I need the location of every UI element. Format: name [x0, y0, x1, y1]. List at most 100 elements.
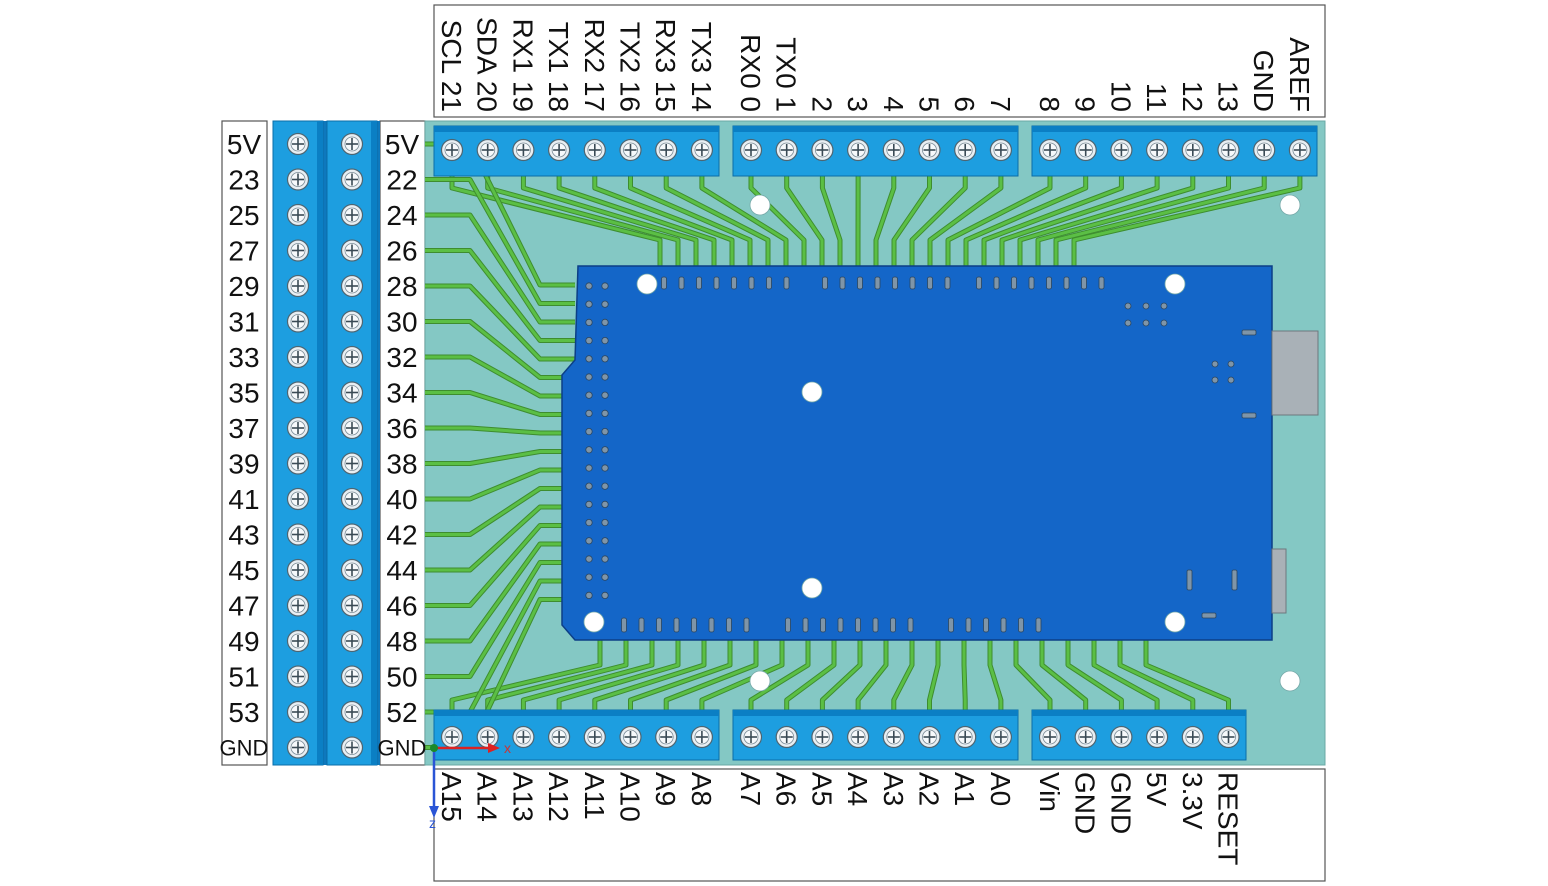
screw-terminal-icon [619, 725, 642, 749]
board-mounting-hole [1164, 273, 1186, 295]
bottom-pin-label: A4 [842, 772, 873, 806]
header-pad [661, 276, 667, 290]
top-pin-label: 6 [949, 96, 980, 112]
left-inner-pin-label: 52 [386, 697, 417, 728]
trace [988, 640, 1003, 712]
mounting-hole-icon [749, 194, 771, 216]
trace [928, 640, 940, 712]
left-outer-label-panel [221, 120, 268, 766]
double-header-pad [585, 427, 593, 436]
trace [557, 170, 716, 272]
left-inner-pin-label: 48 [386, 626, 417, 657]
screw-terminal-icon [340, 274, 364, 298]
double-header-pad [585, 282, 593, 290]
screw-terminal-icon [286, 487, 310, 511]
left-outer-pin-label: 31 [228, 307, 259, 338]
board-pads [585, 276, 1257, 633]
screw-terminal-icon [739, 138, 763, 162]
trace [1036, 170, 1230, 272]
screw-terminal-icon [954, 138, 977, 162]
trace [425, 284, 575, 361]
smd-pad [1186, 569, 1193, 591]
board-mounting-holes [583, 273, 1186, 633]
axis-x-label: x [504, 740, 511, 756]
top-pin-label: 9 [1070, 96, 1101, 112]
mounting-hole-icon [1279, 670, 1301, 692]
trace [425, 249, 575, 342]
double-header-pad [601, 555, 609, 563]
top-pin-label: 12 [1177, 81, 1208, 112]
screw-terminal-icon [340, 345, 364, 369]
screw-terminal-icon [1288, 138, 1312, 162]
header-pad [983, 617, 989, 633]
mounting-hole-icon [749, 670, 771, 692]
screw-terminal-icon [1038, 138, 1062, 162]
double-header-pad [601, 446, 609, 454]
axis-z-label: z [429, 815, 436, 831]
screw-terminal-icon [989, 725, 1013, 749]
left-outer-pin-label: 39 [228, 449, 259, 480]
double-header-pad [585, 391, 593, 399]
header-pad [872, 617, 879, 633]
double-header-pad [601, 336, 609, 345]
header-pad [820, 617, 826, 633]
left-outer-pin-label: 27 [228, 236, 259, 267]
icsp-pad [1160, 302, 1168, 310]
double-header-pad [585, 537, 593, 545]
left-outer-pin-label: 43 [228, 520, 259, 551]
header-pad [890, 617, 896, 633]
bottom-pin-label: 3.3V [1177, 772, 1208, 830]
trace [425, 213, 575, 324]
bottom-pin-label: A7 [735, 772, 766, 806]
header-pad [822, 276, 828, 290]
trace [856, 640, 888, 712]
trace [1054, 170, 1266, 272]
left-inner-pin-label: 32 [386, 342, 417, 373]
bottom-pin-label: A15 [436, 772, 467, 822]
screw-terminal-icon [655, 725, 678, 749]
trace [450, 640, 602, 712]
double-header-pad [585, 518, 593, 527]
trace [785, 640, 836, 712]
smd-pad [1241, 412, 1257, 419]
bottom-pin-label: A5 [806, 772, 837, 806]
bottom-terminal-block-3-edge [1032, 710, 1246, 716]
left-inner-pin-label: 28 [386, 271, 417, 302]
top-pin-label: TX2 16 [615, 22, 646, 112]
header-pad [1011, 276, 1017, 290]
bottom-pin-label: A3 [878, 772, 909, 806]
screw-terminal-icon [286, 381, 310, 404]
bottom-terminal-block-3 [1031, 709, 1247, 761]
trace [593, 170, 734, 272]
trace [1092, 640, 1159, 712]
screw-terminal-icon [882, 725, 905, 749]
left-inner-pin-label: 40 [386, 484, 417, 515]
top-pin-label: 7 [985, 96, 1016, 112]
top-pin-label: 8 [1034, 96, 1065, 112]
trace [629, 170, 752, 272]
header-pad [673, 617, 680, 633]
screw-terminal-icon [340, 168, 364, 191]
trace [664, 170, 770, 272]
double-header-pad [601, 391, 609, 399]
bottom-label-panel [433, 768, 1326, 882]
screw-terminal-icon [340, 452, 364, 475]
axis-indicator: x z [429, 740, 511, 831]
screw-terminal-icon [286, 629, 310, 653]
top-pin-label: 3 [842, 96, 873, 112]
top-pin-label: SCL 21 [436, 20, 467, 112]
screw-terminal-icon [775, 725, 798, 749]
top-terminal-block-2-edge [733, 126, 1018, 132]
header-pad [1000, 617, 1007, 633]
double-header-pad [601, 482, 609, 490]
screw-terminal-icon [1253, 138, 1276, 162]
trace [874, 170, 896, 272]
trace [820, 640, 862, 712]
top-pin-label: RX2 17 [579, 19, 610, 112]
header-pad [1063, 276, 1070, 290]
header-pad [802, 617, 809, 633]
bottom-pin-label: A9 [650, 772, 681, 806]
screw-terminal-icon [340, 736, 364, 759]
header-pad [691, 617, 697, 633]
header-pad [1035, 617, 1042, 633]
